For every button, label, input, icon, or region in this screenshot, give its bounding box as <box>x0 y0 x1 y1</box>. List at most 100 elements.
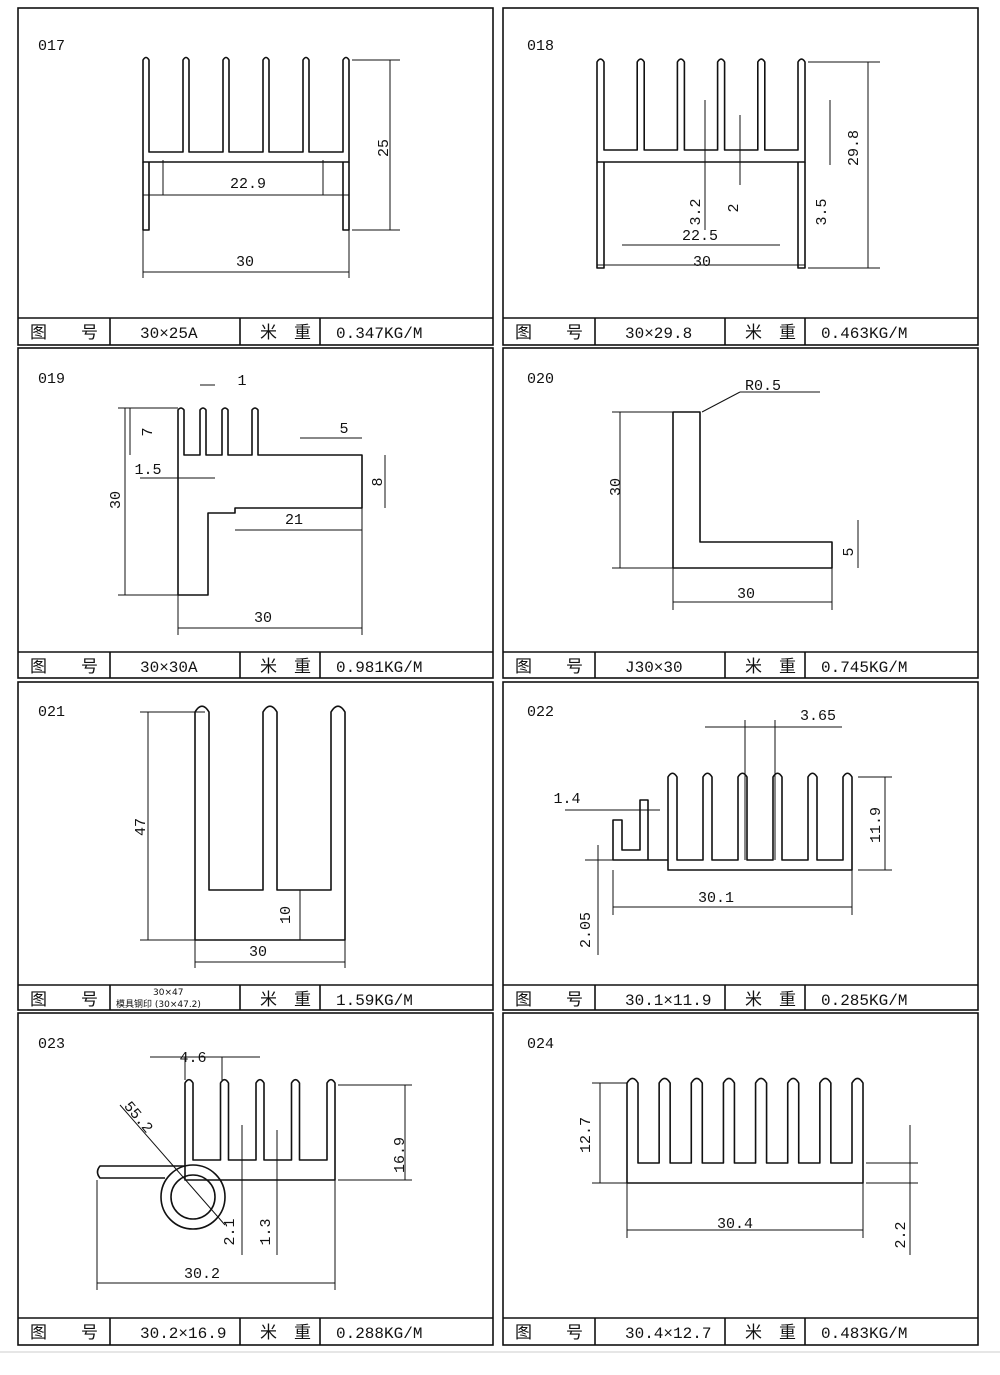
dimension-label: 5 <box>339 421 348 438</box>
panel-border <box>502 347 979 679</box>
drawing-id: 018 <box>527 38 554 55</box>
dimension-label: 3.5 <box>814 198 831 225</box>
dimension-label: 30.4 <box>717 1216 753 1233</box>
dimension-label: 1.3 <box>258 1218 275 1245</box>
dimension-label: 30 <box>254 610 272 627</box>
drawing-id: 017 <box>38 38 65 55</box>
weight-value: 0.347KG/M <box>336 325 422 343</box>
dimension-line <box>701 391 741 413</box>
dimension-label: 47 <box>133 818 150 836</box>
dimension-label: 22.9 <box>230 176 266 193</box>
weight-value: 0.288KG/M <box>336 1325 422 1343</box>
weight-label: 米 重 <box>260 323 311 343</box>
dimension-label: 30 <box>236 254 254 271</box>
drawing-panel-018: 图 号 30×29.8 米 重 0.463KG/M 018 <box>502 7 979 346</box>
drawing-panel-020: 图 号 J30×30 米 重 0.745KG/M 020 <box>502 347 979 679</box>
dimension-label: 1.5 <box>134 462 161 479</box>
weight-label: 米 重 <box>745 1323 796 1343</box>
model-value: 30.2×16.9 <box>140 1325 226 1343</box>
dimension-label: 30 <box>693 254 711 271</box>
drawing-number-label: 图 号 <box>515 990 583 1010</box>
dimension-label: 3.65 <box>800 708 836 725</box>
profile-023 <box>96 1078 336 1181</box>
weight-label: 米 重 <box>745 990 796 1010</box>
profile-019 <box>177 407 363 596</box>
drawing-id: 023 <box>38 1036 65 1053</box>
panel-border <box>17 347 494 679</box>
panel-border <box>17 1012 494 1346</box>
drawing-panel-019: 图 号 30×30A 米 重 0.981KG/M 019 <box>17 347 494 679</box>
drawing-number-label: 图 号 <box>30 323 98 343</box>
dimension-label: 10 <box>278 906 295 924</box>
drawing-panel-022: 图 号 30.1×11.9 米 重 0.285KG/M 022 <box>502 681 979 1011</box>
drawing-id: 022 <box>527 704 554 721</box>
dimension-label: 5 <box>841 547 858 556</box>
dimension-label: 30.2 <box>184 1266 220 1283</box>
dimension-label: R0.5 <box>745 378 781 395</box>
profile-018 <box>596 58 806 163</box>
dimension-label: 1.4 <box>553 791 580 808</box>
dimension-label: 2.2 <box>893 1221 910 1248</box>
weight-value: 0.745KG/M <box>821 659 907 677</box>
dimension-label: 22.5 <box>682 228 718 245</box>
dimension-label: 30.1 <box>698 890 734 907</box>
profile-017 <box>142 56 350 163</box>
model-value: 30×29.8 <box>625 325 692 343</box>
dimension-lines <box>96 59 918 1290</box>
model-value: 30×30A <box>140 659 198 677</box>
drawing-number-label: 图 号 <box>515 323 583 343</box>
weight-label: 米 重 <box>745 657 796 677</box>
profile-021 <box>194 705 346 941</box>
dimension-label: 8 <box>370 477 387 486</box>
profile-018-legs <box>596 162 806 269</box>
profile-022 <box>612 772 853 871</box>
drawing-id: 019 <box>38 371 65 388</box>
model-value: 30.1×11.9 <box>625 992 711 1010</box>
dimension-label: 3.2 <box>688 198 705 225</box>
profile-017-legs <box>142 162 350 231</box>
dimension-label: 55.2 <box>120 1098 156 1137</box>
drawing-id: 021 <box>38 704 65 721</box>
dimension-label: 11.9 <box>868 807 885 843</box>
profile-024 <box>626 1077 864 1184</box>
dimension-label: 30 <box>608 478 625 496</box>
weight-label: 米 重 <box>745 323 796 343</box>
profile-020 <box>672 411 833 569</box>
panel-border <box>17 681 494 1011</box>
panel-border <box>502 1012 979 1346</box>
dimension-label: 12.7 <box>578 1117 595 1153</box>
weight-value: 0.285KG/M <box>821 992 907 1010</box>
drawing-number-label: 图 号 <box>515 657 583 677</box>
dimension-label: 2 <box>726 203 743 212</box>
drawing-number-label: 图 号 <box>30 1323 98 1343</box>
weight-label: 米 重 <box>260 657 311 677</box>
weight-value: 1.59KG/M <box>336 992 413 1010</box>
dimension-line <box>119 1104 226 1226</box>
dimension-label: 30 <box>737 586 755 603</box>
model-value: J30×30 <box>625 659 683 677</box>
dimension-label: 30 <box>249 944 267 961</box>
model-value: 30.4×12.7 <box>625 1325 711 1343</box>
weight-value: 0.981KG/M <box>336 659 422 677</box>
profile-023-tube <box>160 1164 226 1230</box>
dimension-label: 16.9 <box>392 1137 409 1173</box>
panel-border <box>502 681 979 1011</box>
drawing-number-label: 图 号 <box>30 657 98 677</box>
dimension-label: 7 <box>140 427 157 436</box>
drawing-id: 020 <box>527 371 554 388</box>
drawing-id: 024 <box>527 1036 554 1053</box>
panel-border <box>502 7 979 346</box>
drawing-number-label: 图 号 <box>30 990 98 1010</box>
model-note: 模具钢印 (30×47.2) <box>116 998 201 1010</box>
model-value: 30×47 <box>153 988 183 998</box>
panel-border <box>17 7 494 346</box>
weight-value: 0.463KG/M <box>821 325 907 343</box>
weight-value: 0.483KG/M <box>821 1325 907 1343</box>
dimension-label: 25 <box>376 139 393 157</box>
dimension-label: 4.6 <box>179 1050 206 1067</box>
